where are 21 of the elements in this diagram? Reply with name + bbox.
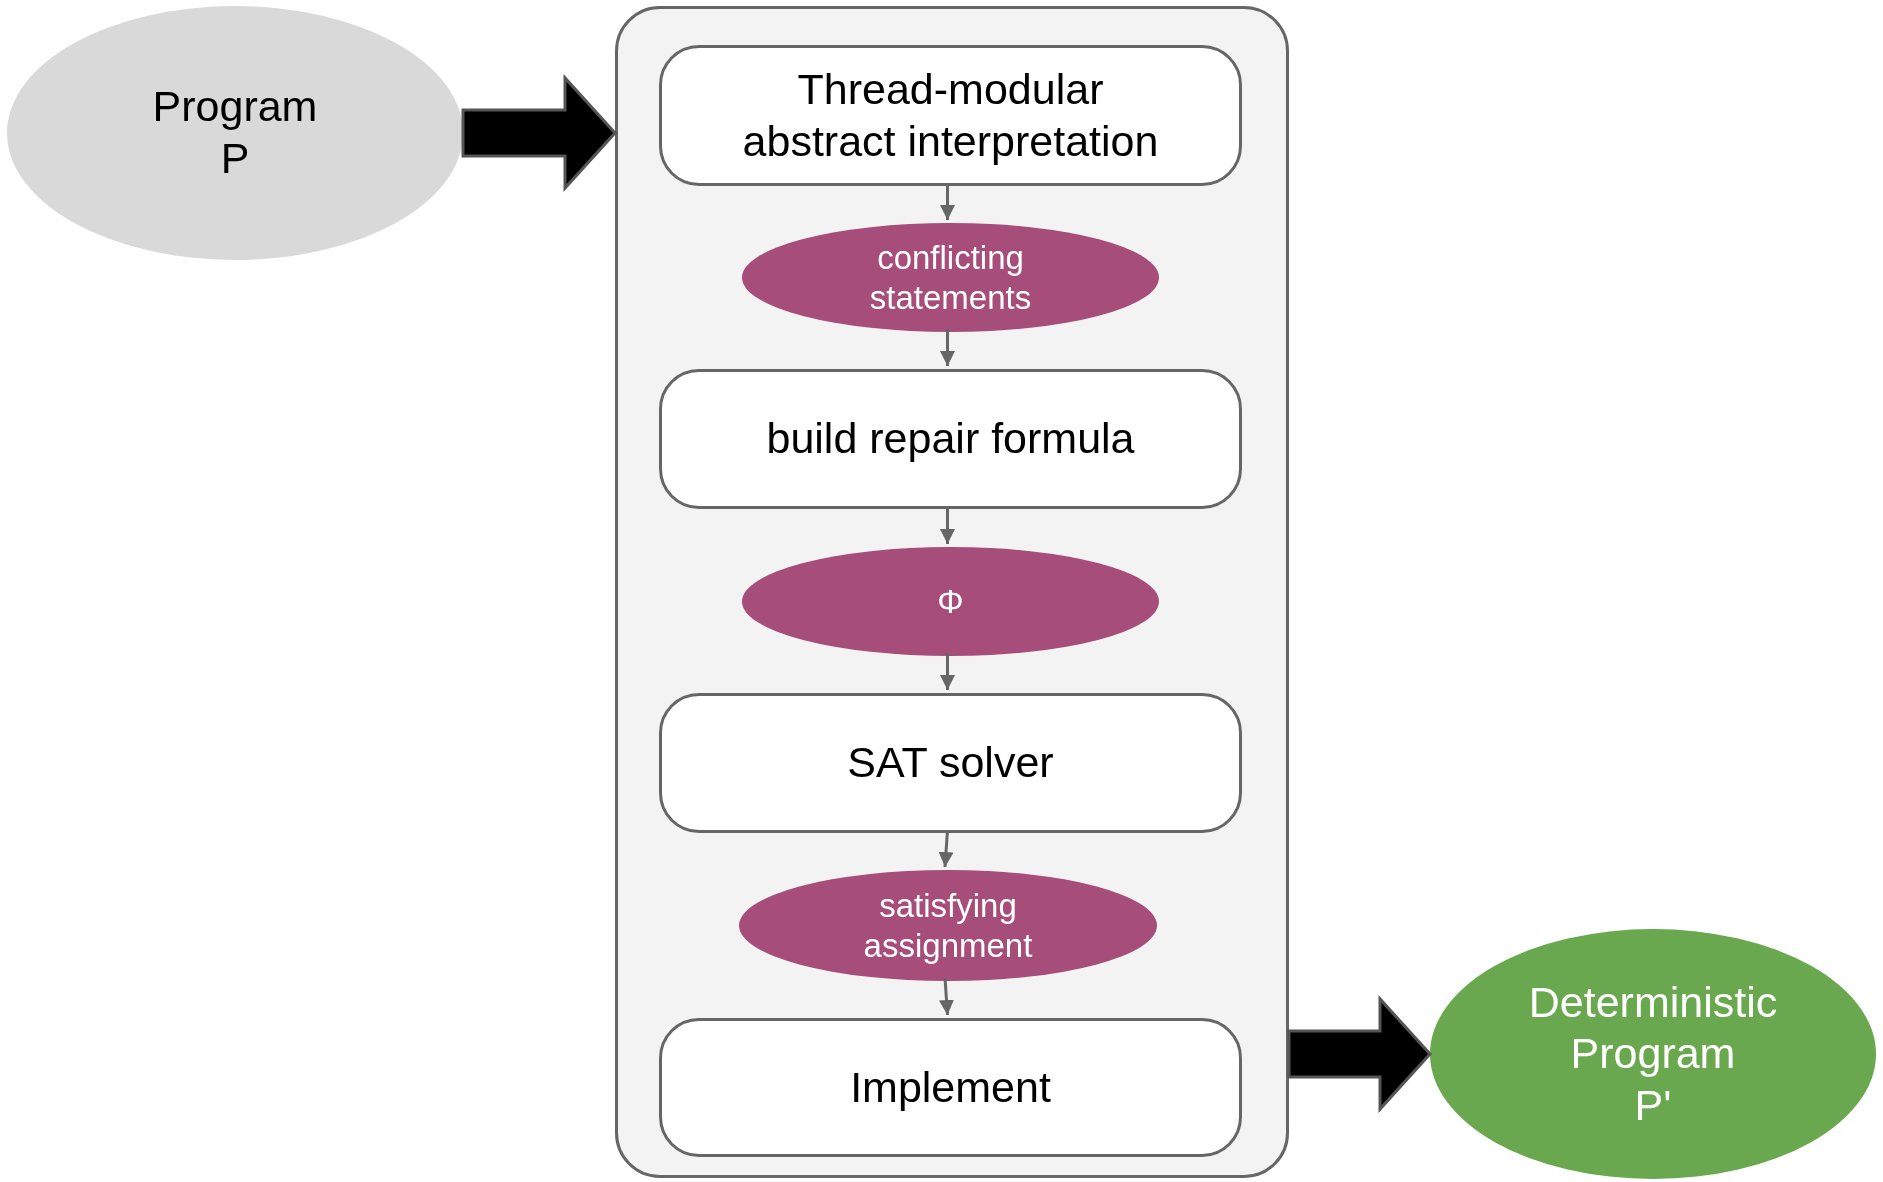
block-arrow [461,74,618,192]
arrow [940,653,955,690]
arrow [940,183,955,220]
group-panel [615,6,1289,1178]
node-label: Thread-modular abstract interpretation [741,63,1160,167]
process-box [659,1018,1242,1157]
node-label: Φ [937,581,964,622]
node-label: satisfying assignment [862,885,1034,966]
arrow [940,506,955,544]
process-box [659,693,1242,833]
block-arrow [1287,995,1433,1113]
node-label: Program P [152,81,318,184]
node-label: build repair formula [766,413,1135,465]
node-label: conflicting statements [868,237,1033,318]
node-label: Deterministic Program P' [1528,976,1778,1131]
arrow [940,329,955,366]
arrow [939,977,954,1016]
node-label: Implement [850,1061,1051,1113]
process-box [659,369,1242,509]
process-box [659,45,1242,186]
node-label: SAT solver [847,737,1054,789]
